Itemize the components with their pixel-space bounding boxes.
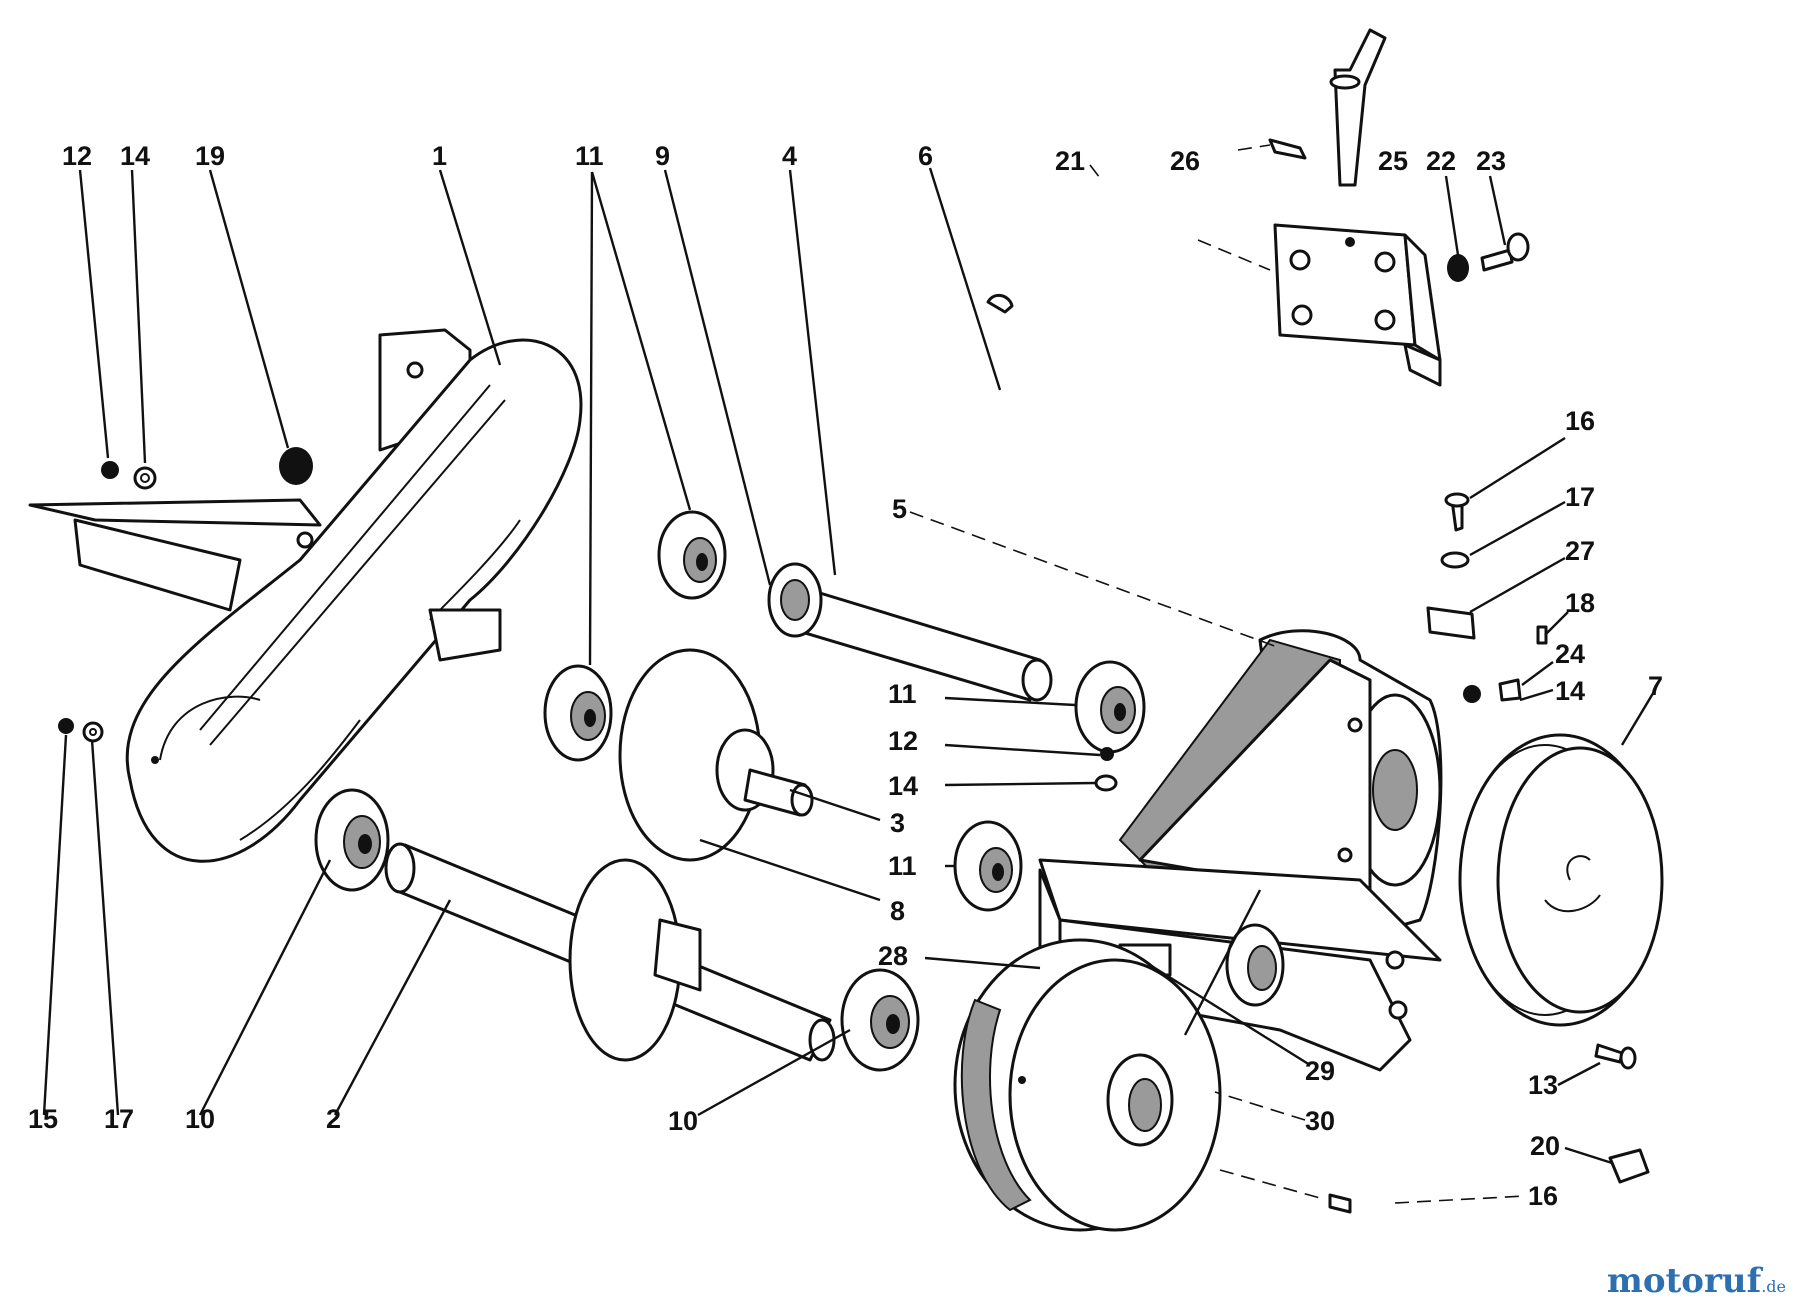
sprocket-disc-3 xyxy=(618,648,814,862)
label-13: 13 xyxy=(1528,1070,1558,1100)
small-hardware-upper-left xyxy=(58,447,313,743)
lower-shaft-2 xyxy=(384,842,836,1062)
label-12: 12 xyxy=(62,141,92,171)
watermark-main: motoruf xyxy=(1606,1261,1762,1301)
label-6: 6 xyxy=(918,141,933,171)
label-5: 5 xyxy=(892,494,907,524)
label-9: 9 xyxy=(655,141,670,171)
label-17: 17 xyxy=(1565,482,1595,512)
small-hardware-right xyxy=(986,293,1548,792)
bolt-23 xyxy=(1480,232,1530,272)
label-16-bottom: 16 xyxy=(1528,1181,1558,1211)
label-25: 25 xyxy=(1378,146,1408,176)
label-8: 8 xyxy=(890,896,905,926)
label-19: 19 xyxy=(195,141,225,171)
part-labels: 12 14 19 1 11 9 4 6 21 26 25 22 23 16 17… xyxy=(28,141,1663,1211)
bearing-11-upper xyxy=(657,510,727,600)
label-10-center: 10 xyxy=(668,1106,698,1136)
label-2: 2 xyxy=(326,1104,341,1134)
belt-guard-housing xyxy=(28,328,583,863)
wheel-30 xyxy=(953,938,1222,1232)
washer-22 xyxy=(1447,254,1469,282)
label-18: 18 xyxy=(1565,588,1595,618)
label-14-mid: 14 xyxy=(888,771,918,801)
label-16: 16 xyxy=(1565,406,1595,436)
label-21: 21 xyxy=(1055,146,1085,176)
watermark-tld: .de xyxy=(1761,1277,1786,1296)
pin-25 xyxy=(1329,28,1387,187)
label-30: 30 xyxy=(1305,1106,1335,1136)
watermark-logo: motoruf.de xyxy=(1607,1261,1786,1301)
wheel-7 xyxy=(1458,733,1664,1027)
label-23: 23 xyxy=(1476,146,1506,176)
bearing-11-middle xyxy=(543,664,613,762)
label-15: 15 xyxy=(28,1104,58,1134)
label-26: 26 xyxy=(1170,146,1200,176)
label-7: 7 xyxy=(1648,671,1663,701)
bearing-11-lower-right xyxy=(953,820,1023,912)
clip-26 xyxy=(1268,138,1307,160)
bearing-10-left xyxy=(314,788,390,892)
label-17-left: 17 xyxy=(104,1104,134,1134)
upper-shaft-4 xyxy=(767,562,1053,702)
label-24: 24 xyxy=(1555,639,1585,669)
label-11-right: 11 xyxy=(888,679,917,709)
label-20: 20 xyxy=(1530,1131,1560,1161)
label-28: 28 xyxy=(878,941,908,971)
label-11: 11 xyxy=(575,141,604,171)
label-4: 4 xyxy=(782,141,797,171)
label-3: 3 xyxy=(890,808,905,838)
label-22: 22 xyxy=(1426,146,1456,176)
label-14-right: 14 xyxy=(1555,676,1585,706)
bearing-10-center xyxy=(840,968,920,1072)
label-1: 1 xyxy=(432,141,447,171)
hitch-bracket xyxy=(1273,223,1442,387)
label-10-left: 10 xyxy=(185,1104,215,1134)
label-29: 29 xyxy=(1305,1056,1335,1086)
label-11-lower: 11 xyxy=(888,851,917,881)
bearing-11-right xyxy=(1074,660,1146,754)
right-gear-housing xyxy=(1038,629,1443,1072)
leader-lines xyxy=(42,144,1657,1204)
label-27: 27 xyxy=(1565,536,1595,566)
label-12-right: 12 xyxy=(888,726,918,756)
small-hardware-bottom-right xyxy=(1328,1043,1650,1214)
label-14: 14 xyxy=(120,141,150,171)
